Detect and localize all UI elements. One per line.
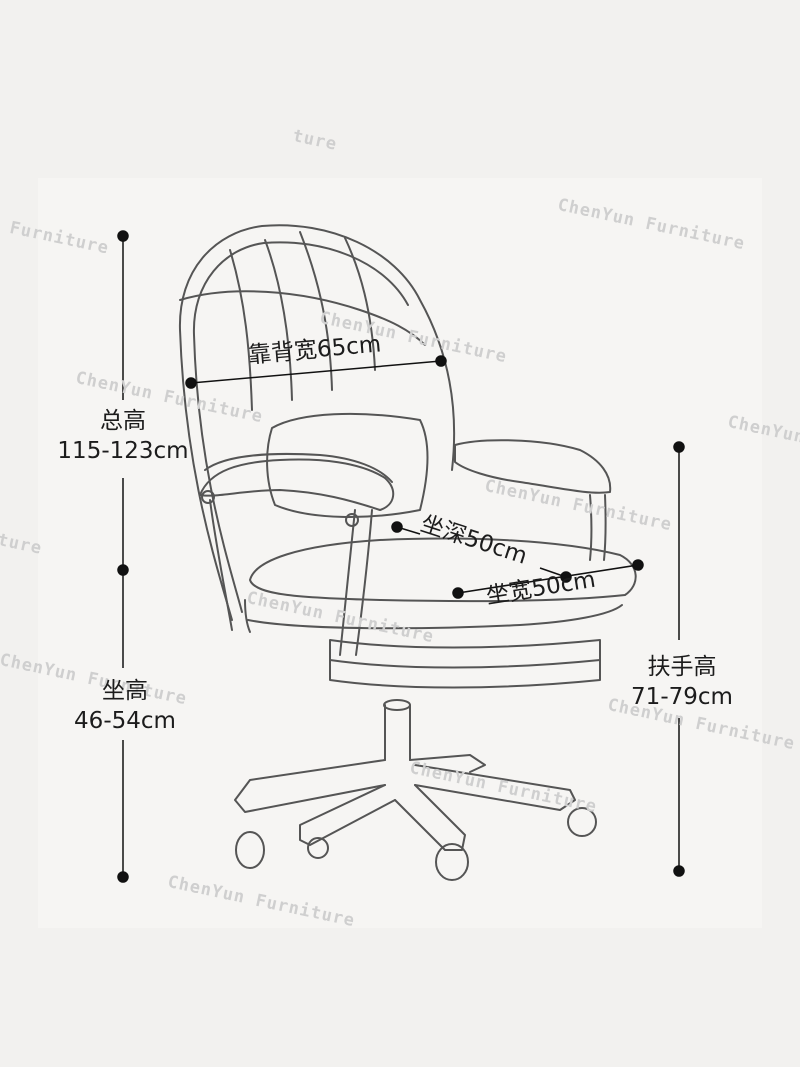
base-leg — [409, 754, 486, 773]
left-armrest-support — [355, 509, 373, 656]
back-width-marker — [185, 377, 197, 389]
caster-wheel — [235, 831, 265, 869]
seat-height-title: 坐高 — [102, 678, 148, 704]
backrest-seam — [179, 290, 426, 346]
backrest-pleat — [344, 237, 376, 371]
backrest-inner — [192, 241, 409, 613]
caster-wheel — [435, 843, 469, 881]
base-leg — [299, 784, 396, 846]
seat-width-line — [457, 564, 639, 594]
caster-wheel — [567, 807, 597, 837]
total-height-label: 总高 115-123cm — [40, 406, 206, 466]
seat-width-marker — [632, 559, 644, 571]
seat-base — [247, 604, 623, 630]
seat-height-top-marker — [117, 564, 129, 576]
armrest-floor-marker — [673, 865, 685, 877]
armrest-pivot — [201, 490, 215, 504]
backrest-outline — [178, 224, 456, 621]
right-armrest-support — [603, 494, 607, 561]
footrest — [329, 639, 601, 689]
left-armrest-support — [339, 509, 356, 656]
armrest-height-label: 扶手高 71-79cm — [614, 652, 750, 712]
diagram-panel — [38, 178, 762, 928]
right-armrest-pad — [454, 439, 612, 494]
backrest-pleat — [264, 239, 293, 401]
floor-marker — [117, 871, 129, 883]
seat-width-marker — [452, 587, 464, 599]
left-armrest-top — [204, 452, 393, 483]
dimension-lines — [117, 230, 685, 883]
caster-wheel — [307, 837, 329, 859]
base-leg — [234, 759, 386, 813]
armrest-height-title: 扶手高 — [647, 654, 717, 680]
base-leg — [394, 784, 466, 851]
left-armrest-pad — [199, 458, 395, 511]
left-armrest-support — [209, 499, 233, 631]
back-width-marker — [435, 355, 447, 367]
seat-cushion — [249, 537, 637, 603]
armrest-top-marker — [673, 441, 685, 453]
total-height-value: 115-123cm — [57, 438, 189, 464]
office-chair-drawing — [178, 224, 637, 881]
footrest-line — [329, 659, 601, 669]
gas-lift-top — [383, 699, 411, 711]
seat-height-label: 坐高 46-54cm — [55, 676, 195, 736]
base-leg — [414, 764, 576, 811]
total-height-top-marker — [117, 230, 129, 242]
backrest-pleat — [229, 249, 253, 411]
total-height-title: 总高 — [100, 408, 146, 434]
lumbar-pillow — [266, 412, 429, 518]
seat-height-value: 46-54cm — [74, 708, 176, 734]
armrest-height-value: 71-79cm — [631, 684, 733, 710]
gas-lift — [384, 704, 411, 761]
seat-depth-marker — [391, 521, 403, 533]
right-armrest-support — [589, 494, 593, 561]
armrest-pivot — [345, 513, 359, 527]
back-width-line — [190, 360, 442, 384]
seat-side — [244, 599, 251, 633]
